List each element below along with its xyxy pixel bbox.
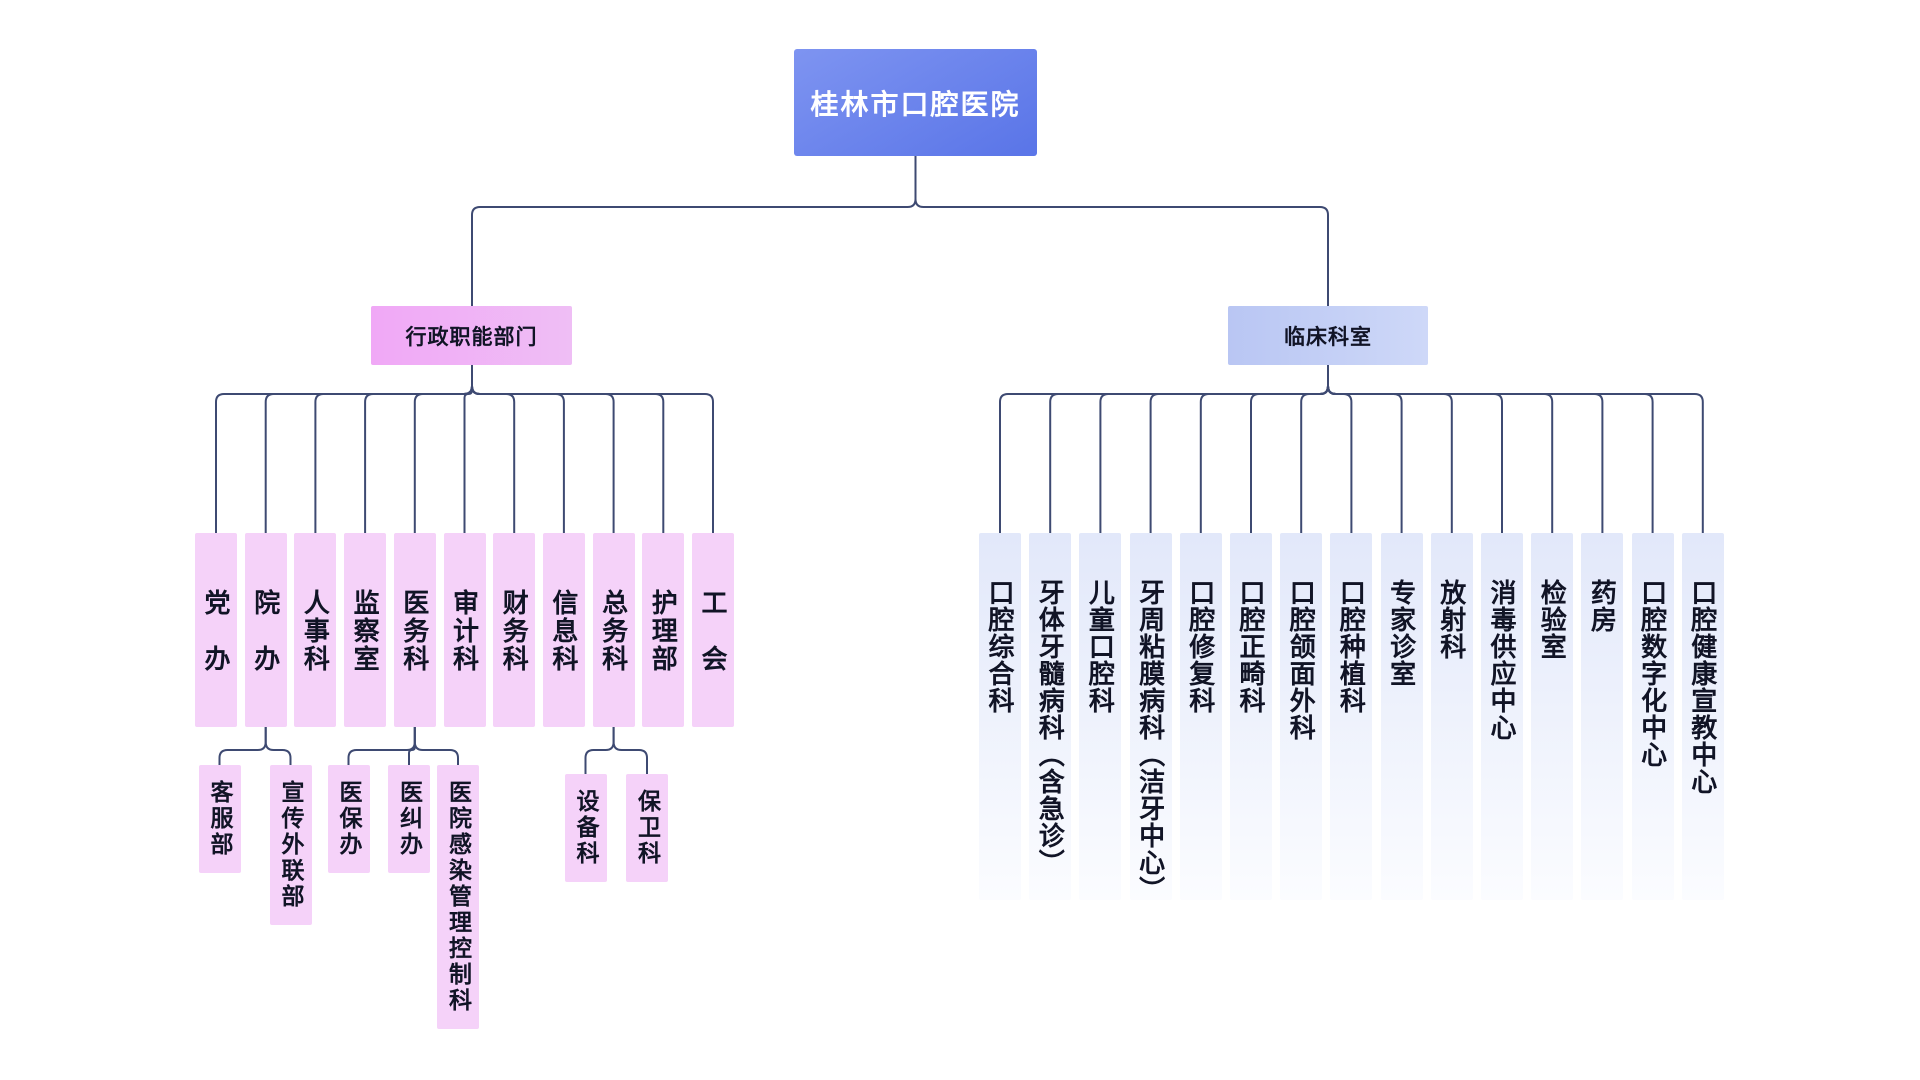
org-node-label: 口腔种植科 (1336, 579, 1367, 714)
root-node[interactable]: 桂林市口腔医院 (794, 49, 1037, 156)
org-node-label: 专家诊室 (1386, 579, 1417, 687)
org-node[interactable]: 监察室 (344, 533, 387, 727)
org-node-label: 党办 (201, 589, 231, 671)
org-node[interactable]: 口腔健康宣教中心 (1681, 533, 1724, 900)
branch-node-admin[interactable]: 行政职能部门 (371, 306, 572, 365)
org-node[interactable]: 牙周粘膜病科（洁牙中心） (1129, 533, 1172, 903)
org-node[interactable]: 口腔正畸科 (1230, 533, 1272, 900)
org-node[interactable]: 总务科 (592, 533, 635, 727)
org-node-label: 医保办 (336, 780, 362, 858)
org-node[interactable]: 宣传外联部 (269, 765, 312, 925)
org-node[interactable]: 牙体牙髓病科（含急诊） (1029, 533, 1072, 900)
org-node-label: 信息科 (548, 589, 579, 671)
org-node-label: 儿童口腔科 (1085, 579, 1116, 714)
org-node-label: 监察室 (350, 589, 381, 671)
org-node[interactable]: 护理部 (642, 533, 685, 727)
org-node-label: 牙体牙髓病科（含急诊） (1035, 579, 1066, 876)
org-node-label: 口腔正畸科 (1236, 579, 1266, 714)
org-node[interactable]: 医院感染管理控制科 (437, 765, 479, 1029)
org-node-label: 口腔健康宣教中心 (1687, 579, 1718, 795)
org-node[interactable]: 儿童口腔科 (1079, 533, 1122, 900)
org-node[interactable]: 保卫科 (626, 774, 668, 882)
org-node-label: 审计科 (449, 589, 480, 671)
org-node[interactable]: 信息科 (542, 533, 585, 727)
org-node[interactable]: 口腔综合科 (979, 533, 1021, 900)
org-node-label: 护理部 (648, 589, 679, 671)
org-node-label: 工会 (698, 589, 728, 671)
org-node[interactable]: 医纠办 (388, 765, 430, 873)
org-node[interactable]: 检验室 (1531, 533, 1574, 900)
org-node-label: 医纠办 (396, 780, 423, 858)
branch-node-clinical[interactable]: 临床科室 (1228, 306, 1428, 365)
org-node[interactable]: 口腔颌面外科 (1280, 533, 1323, 900)
org-node-label: 设备科 (573, 789, 599, 867)
org-node-label: 财务科 (499, 589, 530, 671)
org-node[interactable]: 人事科 (294, 533, 337, 727)
org-node[interactable]: 客服部 (198, 765, 241, 873)
root-node-label: 桂林市口腔医院 (810, 88, 1021, 120)
org-node-label: 保卫科 (634, 789, 661, 867)
org-node[interactable]: 设备科 (564, 774, 607, 882)
org-node-label: 宣传外联部 (278, 780, 304, 910)
org-node[interactable]: 口腔修复科 (1179, 533, 1222, 900)
org-node-label: 医务科 (399, 589, 430, 671)
org-node[interactable]: 医保办 (327, 765, 370, 873)
org-node[interactable]: 消毒供应中心 (1481, 533, 1523, 900)
org-node[interactable]: 口腔数字化中心 (1631, 533, 1674, 900)
org-node-label: 消毒供应中心 (1487, 579, 1517, 741)
org-node-label: 人事科 (300, 589, 331, 671)
branch-node-admin-label: 行政职能部门 (405, 325, 538, 349)
org-node[interactable]: 院办 (244, 533, 287, 727)
org-node-label: 药房 (1587, 579, 1618, 633)
org-node-label: 口腔修复科 (1185, 579, 1216, 714)
org-node-label: 牙周粘膜病科（洁牙中心） (1135, 579, 1166, 903)
org-node-label: 口腔颌面外科 (1286, 579, 1317, 741)
org-node[interactable]: 专家诊室 (1380, 533, 1423, 900)
org-node[interactable]: 药房 (1581, 533, 1624, 900)
org-node[interactable]: 放射科 (1430, 533, 1473, 900)
org-node-label: 检验室 (1537, 579, 1568, 660)
org-node-label: 医院感染管理控制科 (445, 780, 472, 1014)
org-node-label: 总务科 (598, 589, 629, 671)
org-node-label: 口腔数字化中心 (1637, 579, 1668, 768)
org-node-label: 口腔综合科 (985, 579, 1015, 714)
org-node[interactable]: 审计科 (443, 533, 486, 727)
org-node[interactable]: 医务科 (393, 533, 436, 727)
org-node-label: 放射科 (1436, 579, 1467, 660)
branch-node-clinical-label: 临床科室 (1284, 325, 1372, 349)
org-node[interactable]: 财务科 (493, 533, 536, 727)
org-node[interactable]: 党办 (195, 533, 237, 727)
org-node[interactable]: 口腔种植科 (1330, 533, 1373, 900)
org-node-label: 院办 (250, 589, 281, 671)
org-node-label: 客服部 (207, 780, 233, 858)
org-node[interactable]: 工会 (692, 533, 734, 727)
